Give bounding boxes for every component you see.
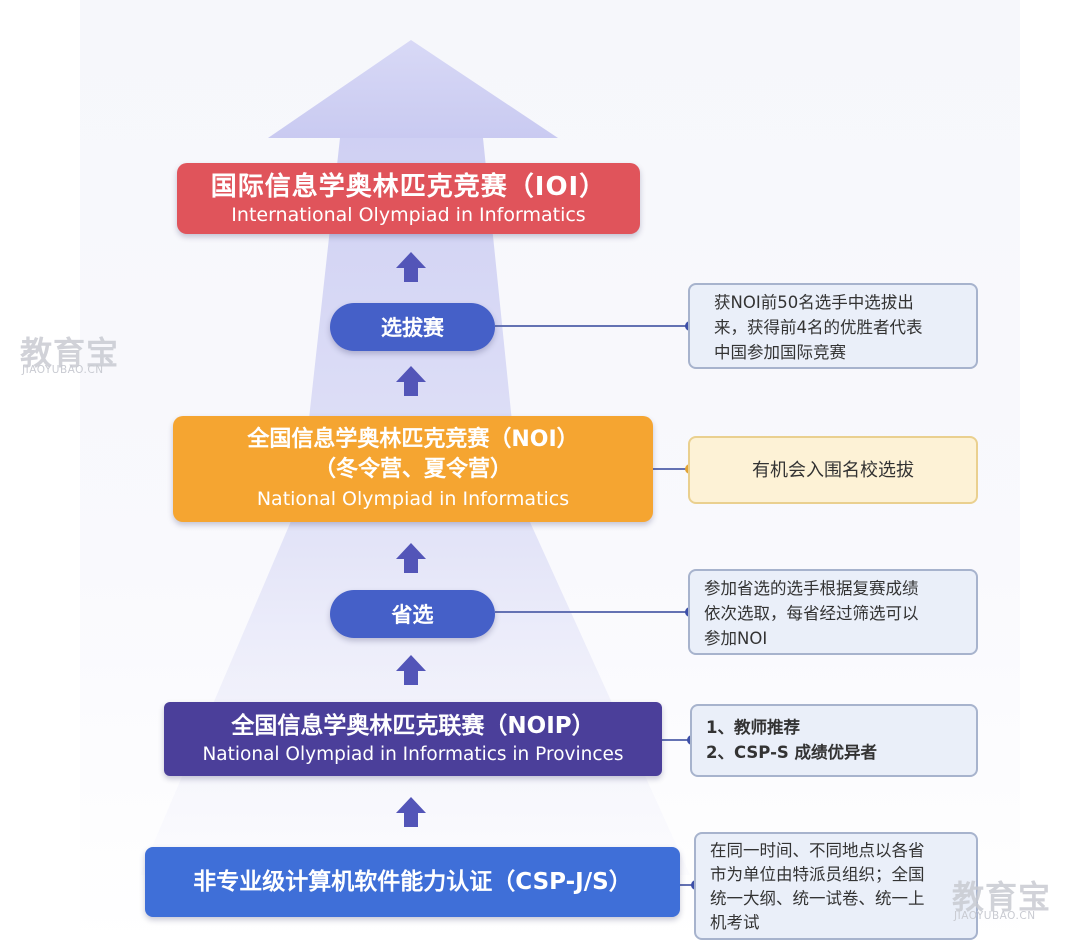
noip-note: 1、教师推荐 2、CSP-S 成绩优异者 [690,704,978,777]
note-line: 统一大纲、统一试卷、统一上 [710,889,925,908]
note-line: 1、教师推荐 [706,718,800,737]
noi-title-en: National Olympiad in Informatics [256,488,570,510]
big-arrow-head [268,40,558,138]
province-label: 省选 [391,603,434,627]
note-line: 参加NOI [704,629,768,648]
note-line: 参加省选的选手根据复赛成绩 [704,579,919,598]
noip-box: 全国信息学奥林匹克联赛（NOIP） National Olympiad in I… [164,702,662,776]
noi-box: 全国信息学奥林匹克竞赛（NOI） （冬令营、夏令营） National Olym… [173,416,653,522]
up-arrow-icon [396,252,426,282]
province-pill: 省选 [330,590,495,638]
up-arrow-icon [396,543,426,573]
selection-pill: 选拔赛 [330,303,495,351]
province-note: 参加省选的选手根据复赛成绩 依次选取，每省经过筛选可以 参加NOI [688,569,978,655]
noi-subtitle-zh: （冬令营、夏令营） [313,457,512,482]
note-line: 中国参加国际竞赛 [714,343,846,362]
noip-title-zh: 全国信息学奥林匹克联赛（NOIP） [231,713,595,739]
up-arrow-icon [396,655,426,685]
csp-box: 非专业级计算机软件能力认证（CSP-J/S） [145,847,680,917]
csp-title-zh: 非专业级计算机软件能力认证（CSP-J/S） [193,869,632,895]
watermark-url: JIAOYUBAO.CN [954,910,1036,922]
selection-note: 获NOI前50名选手中选拔出 来，获得前4名的优胜者代表 中国参加国际竞赛 [688,283,978,369]
ioi-title-zh: 国际信息学奥林匹克竞赛（IOI） [210,171,607,202]
up-arrow-icon [396,797,426,827]
note-line: 市为单位由特派员组织；全国 [710,865,925,884]
watermark-logo: 教育宝 [20,334,120,372]
watermark-logo: 教育宝 [952,878,1052,916]
note-line: 依次选取，每省经过筛选可以 [704,604,919,623]
noip-title-en: National Olympiad in Informatics in Prov… [202,744,624,765]
ioi-box: 国际信息学奥林匹克竞赛（IOI） International Olympiad … [177,163,640,234]
note-line: 2、CSP-S 成绩优异者 [706,743,878,762]
noi-title-zh: 全国信息学奥林匹克竞赛（NOI） [247,427,579,452]
note-line: 获NOI前50名选手中选拔出 [714,293,914,312]
selection-label: 选拔赛 [381,316,444,340]
ioi-title-en: International Olympiad in Informatics [231,203,586,226]
up-arrow-icon [396,366,426,396]
note-line: 来，获得前4名的优胜者代表 [714,318,923,337]
noi-note: 有机会入围名校选拔 [688,436,978,504]
watermark-url: JIAOYUBAO.CN [22,364,104,376]
note-line: 在同一时间、不同地点以各省 [710,841,925,860]
note-line: 机考试 [710,913,760,932]
note-line: 有机会入围名校选拔 [752,459,914,481]
csp-note: 在同一时间、不同地点以各省 市为单位由特派员组织；全国 统一大纲、统一试卷、统一… [694,832,978,940]
